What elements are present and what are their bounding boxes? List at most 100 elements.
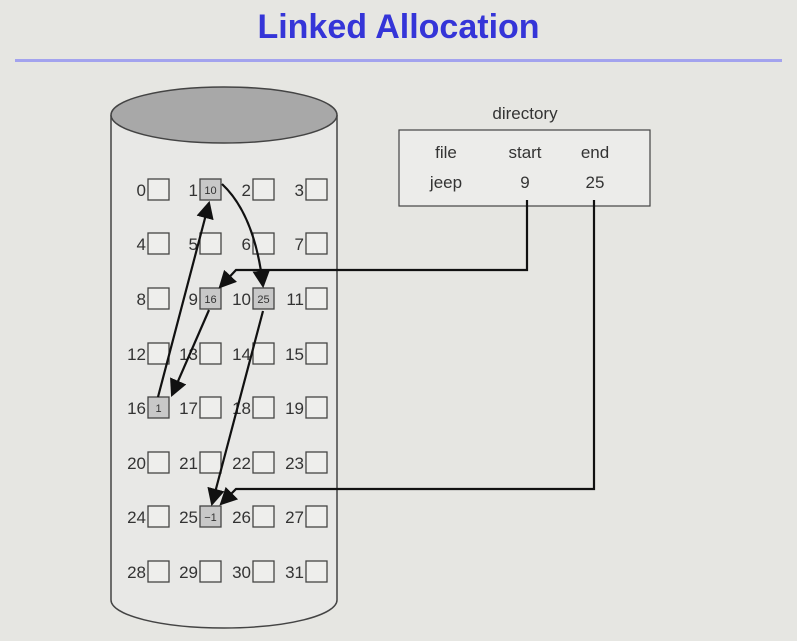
directory-table [398,129,651,207]
block-box [147,342,170,365]
block-number: 27 [285,508,304,527]
block-next-pointer: 10 [204,185,216,197]
disk-block-12: 12 [127,342,170,365]
disk-block-17: 17 [179,396,222,419]
block-next-pointer: 1 [155,403,161,415]
disk-block-30: 30 [232,560,275,583]
block-box [252,451,275,474]
block-number: 1 [189,181,198,200]
block-number: 26 [232,508,251,527]
block-number: 9 [189,290,198,309]
disk-block-6: 6 [242,232,275,255]
disk-block-10: 10 25 [232,287,275,310]
disk-block-15: 15 [285,342,328,365]
block-number: 3 [295,181,304,200]
block-number: 29 [179,563,198,582]
block-number: 5 [189,235,198,254]
disk-block-14: 14 [232,342,275,365]
block-number: 25 [179,508,198,527]
block-number: 28 [127,563,146,582]
block-box [305,342,328,365]
block-number: 23 [285,454,304,473]
disk-block-7: 7 [295,232,328,255]
block-box [305,451,328,474]
block-box [199,287,222,310]
block-box [199,451,222,474]
block-number: 2 [242,181,251,200]
block-number: 6 [242,235,251,254]
block-next-pointer: 25 [257,294,269,306]
disk-block-9: 9 16 [189,287,222,310]
start-pointer-arrow [218,200,529,289]
block-box [252,342,275,365]
block-number: 12 [127,345,146,364]
block-number: 4 [137,235,146,254]
block-box [305,232,328,255]
disk-block-27: 27 [285,505,328,528]
block-number: 0 [137,181,146,200]
link-16-to-1-arrow [156,200,214,398]
block-number: 19 [285,399,304,418]
disk-block-0: 0 [137,178,170,201]
block-box [147,560,170,583]
block-number: 21 [179,454,198,473]
block-number: 17 [179,399,198,418]
block-box [252,505,275,528]
directory-label: directory [492,104,558,123]
block-box [305,505,328,528]
block-box [147,287,170,310]
block-box [305,178,328,201]
block-box [199,232,222,255]
block-number: 22 [232,454,251,473]
dir-header-end: end [581,143,609,162]
disk-block-29: 29 [179,560,222,583]
dir-end-value: 25 [586,173,605,192]
block-number: 30 [232,563,251,582]
block-box [252,560,275,583]
block-next-pointer: 16 [204,294,216,306]
link-10-to-25-arrow [207,310,265,507]
block-box [305,560,328,583]
block-box [147,451,170,474]
disk-block-2: 2 [242,178,275,201]
block-box [147,505,170,528]
block-number: 20 [127,454,146,473]
block-box [199,560,222,583]
disk-block-26: 26 [232,505,275,528]
disk-block-13: 13 [179,342,222,365]
end-pointer-arrow [219,200,596,506]
disk-block-20: 20 [127,451,170,474]
title-divider [15,59,782,62]
disk-block-31: 31 [285,560,328,583]
block-number: 14 [232,345,251,364]
dir-file-name: jeep [429,173,462,192]
disk-block-1: 1 10 [189,178,222,201]
block-number: 16 [127,399,146,418]
block-box [199,342,222,365]
block-box [199,396,222,419]
block-number: 7 [295,235,304,254]
dir-header-start: start [508,143,541,162]
block-box [147,178,170,201]
block-box [147,232,170,255]
block-box [199,178,222,201]
dir-header-file: file [435,143,457,162]
block-number: 8 [137,290,146,309]
block-number: 10 [232,290,251,309]
disk-block-22: 22 [232,451,275,474]
disk-block-23: 23 [285,451,328,474]
block-number: 24 [127,508,146,527]
block-box [252,396,275,419]
block-number: 11 [286,290,304,309]
dir-start-value: 9 [520,173,529,192]
block-number: 15 [285,345,304,364]
block-box [305,396,328,419]
link-1-to-10-arrow [221,183,271,289]
disk-block-28: 28 [127,560,170,583]
disk-block-8: 8 [137,287,170,310]
block-number: 31 [285,563,304,582]
block-box [305,287,328,310]
disk-block-11: 11 [286,287,328,310]
disk-block-25: 25−1 [179,505,222,528]
